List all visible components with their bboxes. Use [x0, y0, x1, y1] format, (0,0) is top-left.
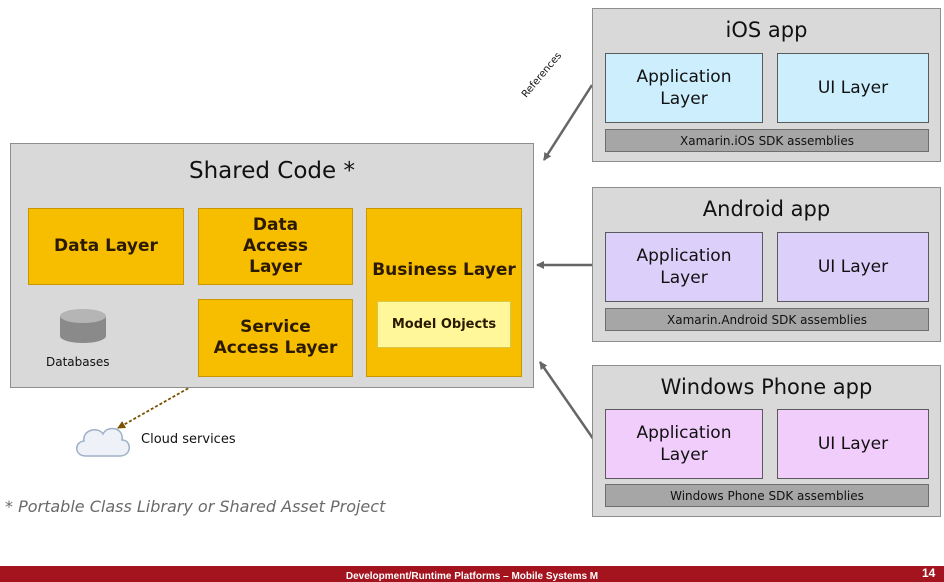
ios-app-title: iOS app [725, 18, 808, 42]
footer-text: Development/Runtime Platforms – Mobile S… [345, 571, 599, 582]
ios-application-layer-box: Application Layer [605, 53, 763, 123]
windows-ui-layer-box: UI Layer [777, 409, 929, 479]
windows-phone-app-title: Windows Phone app [660, 375, 873, 399]
android-sdk-bar: Xamarin.Android SDK assemblies [605, 308, 929, 331]
shared-code-title: Shared Code * [189, 158, 355, 184]
windows-reference-arrow [538, 361, 596, 441]
footnote: * Portable Class Library or Shared Asset… [5, 497, 386, 516]
page-number: 14 [922, 566, 936, 580]
data-layer-box: Data Layer [28, 208, 184, 285]
cloud-services-label: Cloud services [141, 432, 236, 447]
ios-sdk-bar: Xamarin.iOS SDK assemblies [605, 129, 929, 152]
business-layer-box: Business Layer [366, 208, 522, 377]
cloud-icon [76, 427, 130, 457]
android-ui-layer-box: UI Layer [777, 232, 929, 302]
data-access-layer-box: Data Access Layer [198, 208, 353, 285]
windows-sdk-bar: Windows Phone SDK assemblies [605, 484, 929, 507]
android-application-layer-box: Application Layer [605, 232, 763, 302]
ios-reference-arrow [542, 84, 594, 161]
android-app-title: Android app [702, 197, 831, 221]
databases-label: Databases [46, 355, 110, 369]
business-layer-label: Business Layer [372, 260, 516, 280]
service-access-layer-box: Service Access Layer [198, 299, 353, 377]
ios-ui-layer-box: UI Layer [777, 53, 929, 123]
model-objects-box: Model Objects [377, 301, 511, 348]
footer-bar: Development/Runtime Platforms – Mobile S… [0, 566, 944, 582]
windows-application-layer-box: Application Layer [605, 409, 763, 479]
database-icon [60, 309, 106, 343]
